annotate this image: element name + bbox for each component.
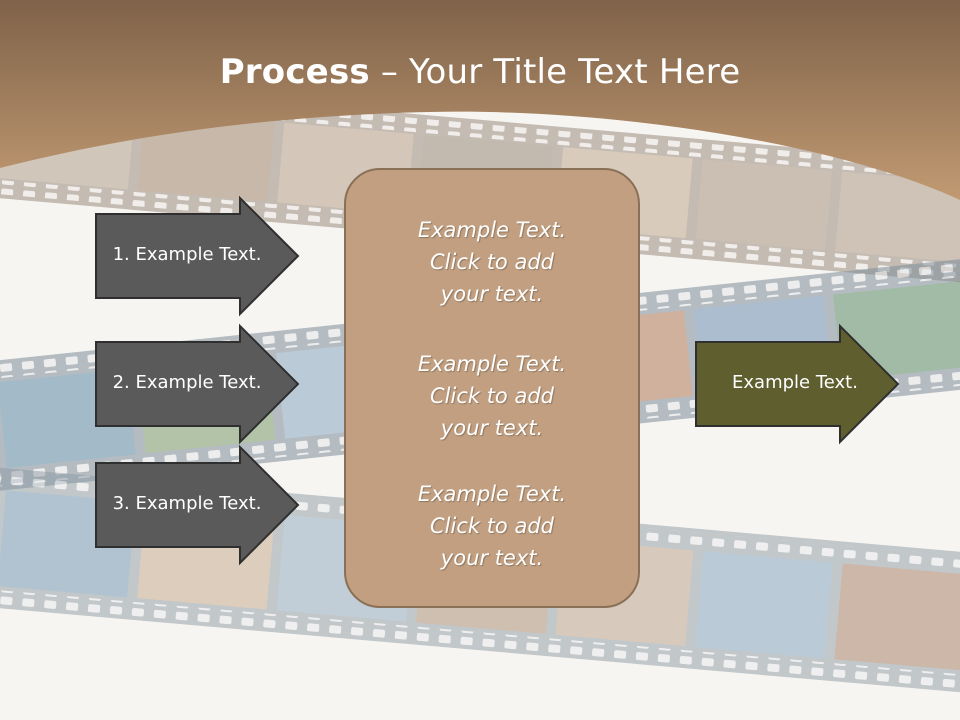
center-text-box[interactable]: Example Text. Click to add your text. Ex… — [344, 168, 640, 608]
center-item-1-line3: your text. — [440, 282, 544, 306]
center-item-3[interactable]: Example Text. Click to add your text. — [346, 478, 638, 574]
center-item-2-line2: Click to add — [429, 384, 554, 408]
header-band — [0, 0, 960, 200]
slide-title: Process – Your Title Text Here — [0, 52, 960, 92]
output-arrow-label[interactable]: Example Text. — [732, 372, 858, 393]
arrow-2-shape — [95, 323, 300, 445]
arrow-1-shape — [95, 195, 300, 317]
center-item-2-line1: Example Text. — [417, 352, 567, 376]
center-item-2-line3: your text. — [440, 416, 544, 440]
center-item-3-line1: Example Text. — [417, 482, 567, 506]
arrow-3-label[interactable]: 3. Example Text. — [112, 493, 262, 514]
center-item-3-line3: your text. — [440, 546, 544, 570]
center-item-1-line1: Example Text. — [417, 218, 567, 242]
arrow-2-label[interactable]: 2. Example Text. — [112, 372, 262, 393]
arrow-3-shape — [95, 444, 300, 566]
center-item-1[interactable]: Example Text. Click to add your text. — [346, 214, 638, 310]
center-item-1-line2: Click to add — [429, 250, 554, 274]
title-rest: – Your Title Text Here — [369, 52, 741, 92]
title-bold: Process — [219, 52, 370, 92]
arrow-1-label[interactable]: 1. Example Text. — [112, 244, 262, 265]
center-item-2[interactable]: Example Text. Click to add your text. — [346, 348, 638, 444]
output-arrow-shape — [695, 323, 900, 445]
center-item-3-line2: Click to add — [429, 514, 554, 538]
